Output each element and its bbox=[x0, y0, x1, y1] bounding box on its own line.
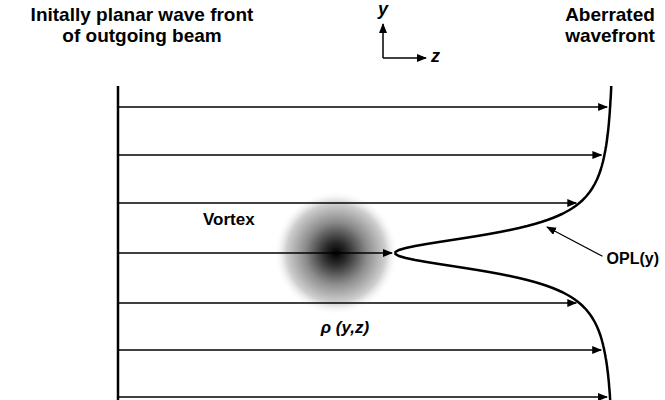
ray-arrow bbox=[118, 202, 576, 203]
density-label: ρ (y,z) bbox=[300, 318, 390, 337]
ray-arrow bbox=[118, 252, 392, 253]
aberrated-wavefront-curve bbox=[396, 86, 612, 400]
z-axis-arrow bbox=[383, 57, 426, 59]
ray-arrow bbox=[118, 396, 607, 397]
y-axis-arrow bbox=[382, 24, 384, 58]
vortex-label: Vortex bbox=[203, 210, 273, 229]
planar-wavefront bbox=[117, 86, 120, 400]
axis-label: y bbox=[373, 0, 393, 19]
ray-arrow bbox=[118, 106, 607, 107]
ray-group bbox=[118, 107, 607, 397]
wavefront-label: Aberrated wavefront bbox=[560, 4, 660, 46]
opl-label: OPL(y) bbox=[607, 250, 659, 268]
axis-label: z bbox=[431, 46, 451, 66]
wavefront-label: Initally planar wave front of outgoing b… bbox=[22, 4, 262, 46]
ray-arrow bbox=[118, 349, 601, 350]
ray-arrow bbox=[118, 154, 601, 155]
ray-arrow bbox=[118, 302, 576, 303]
leader-line bbox=[547, 227, 603, 256]
